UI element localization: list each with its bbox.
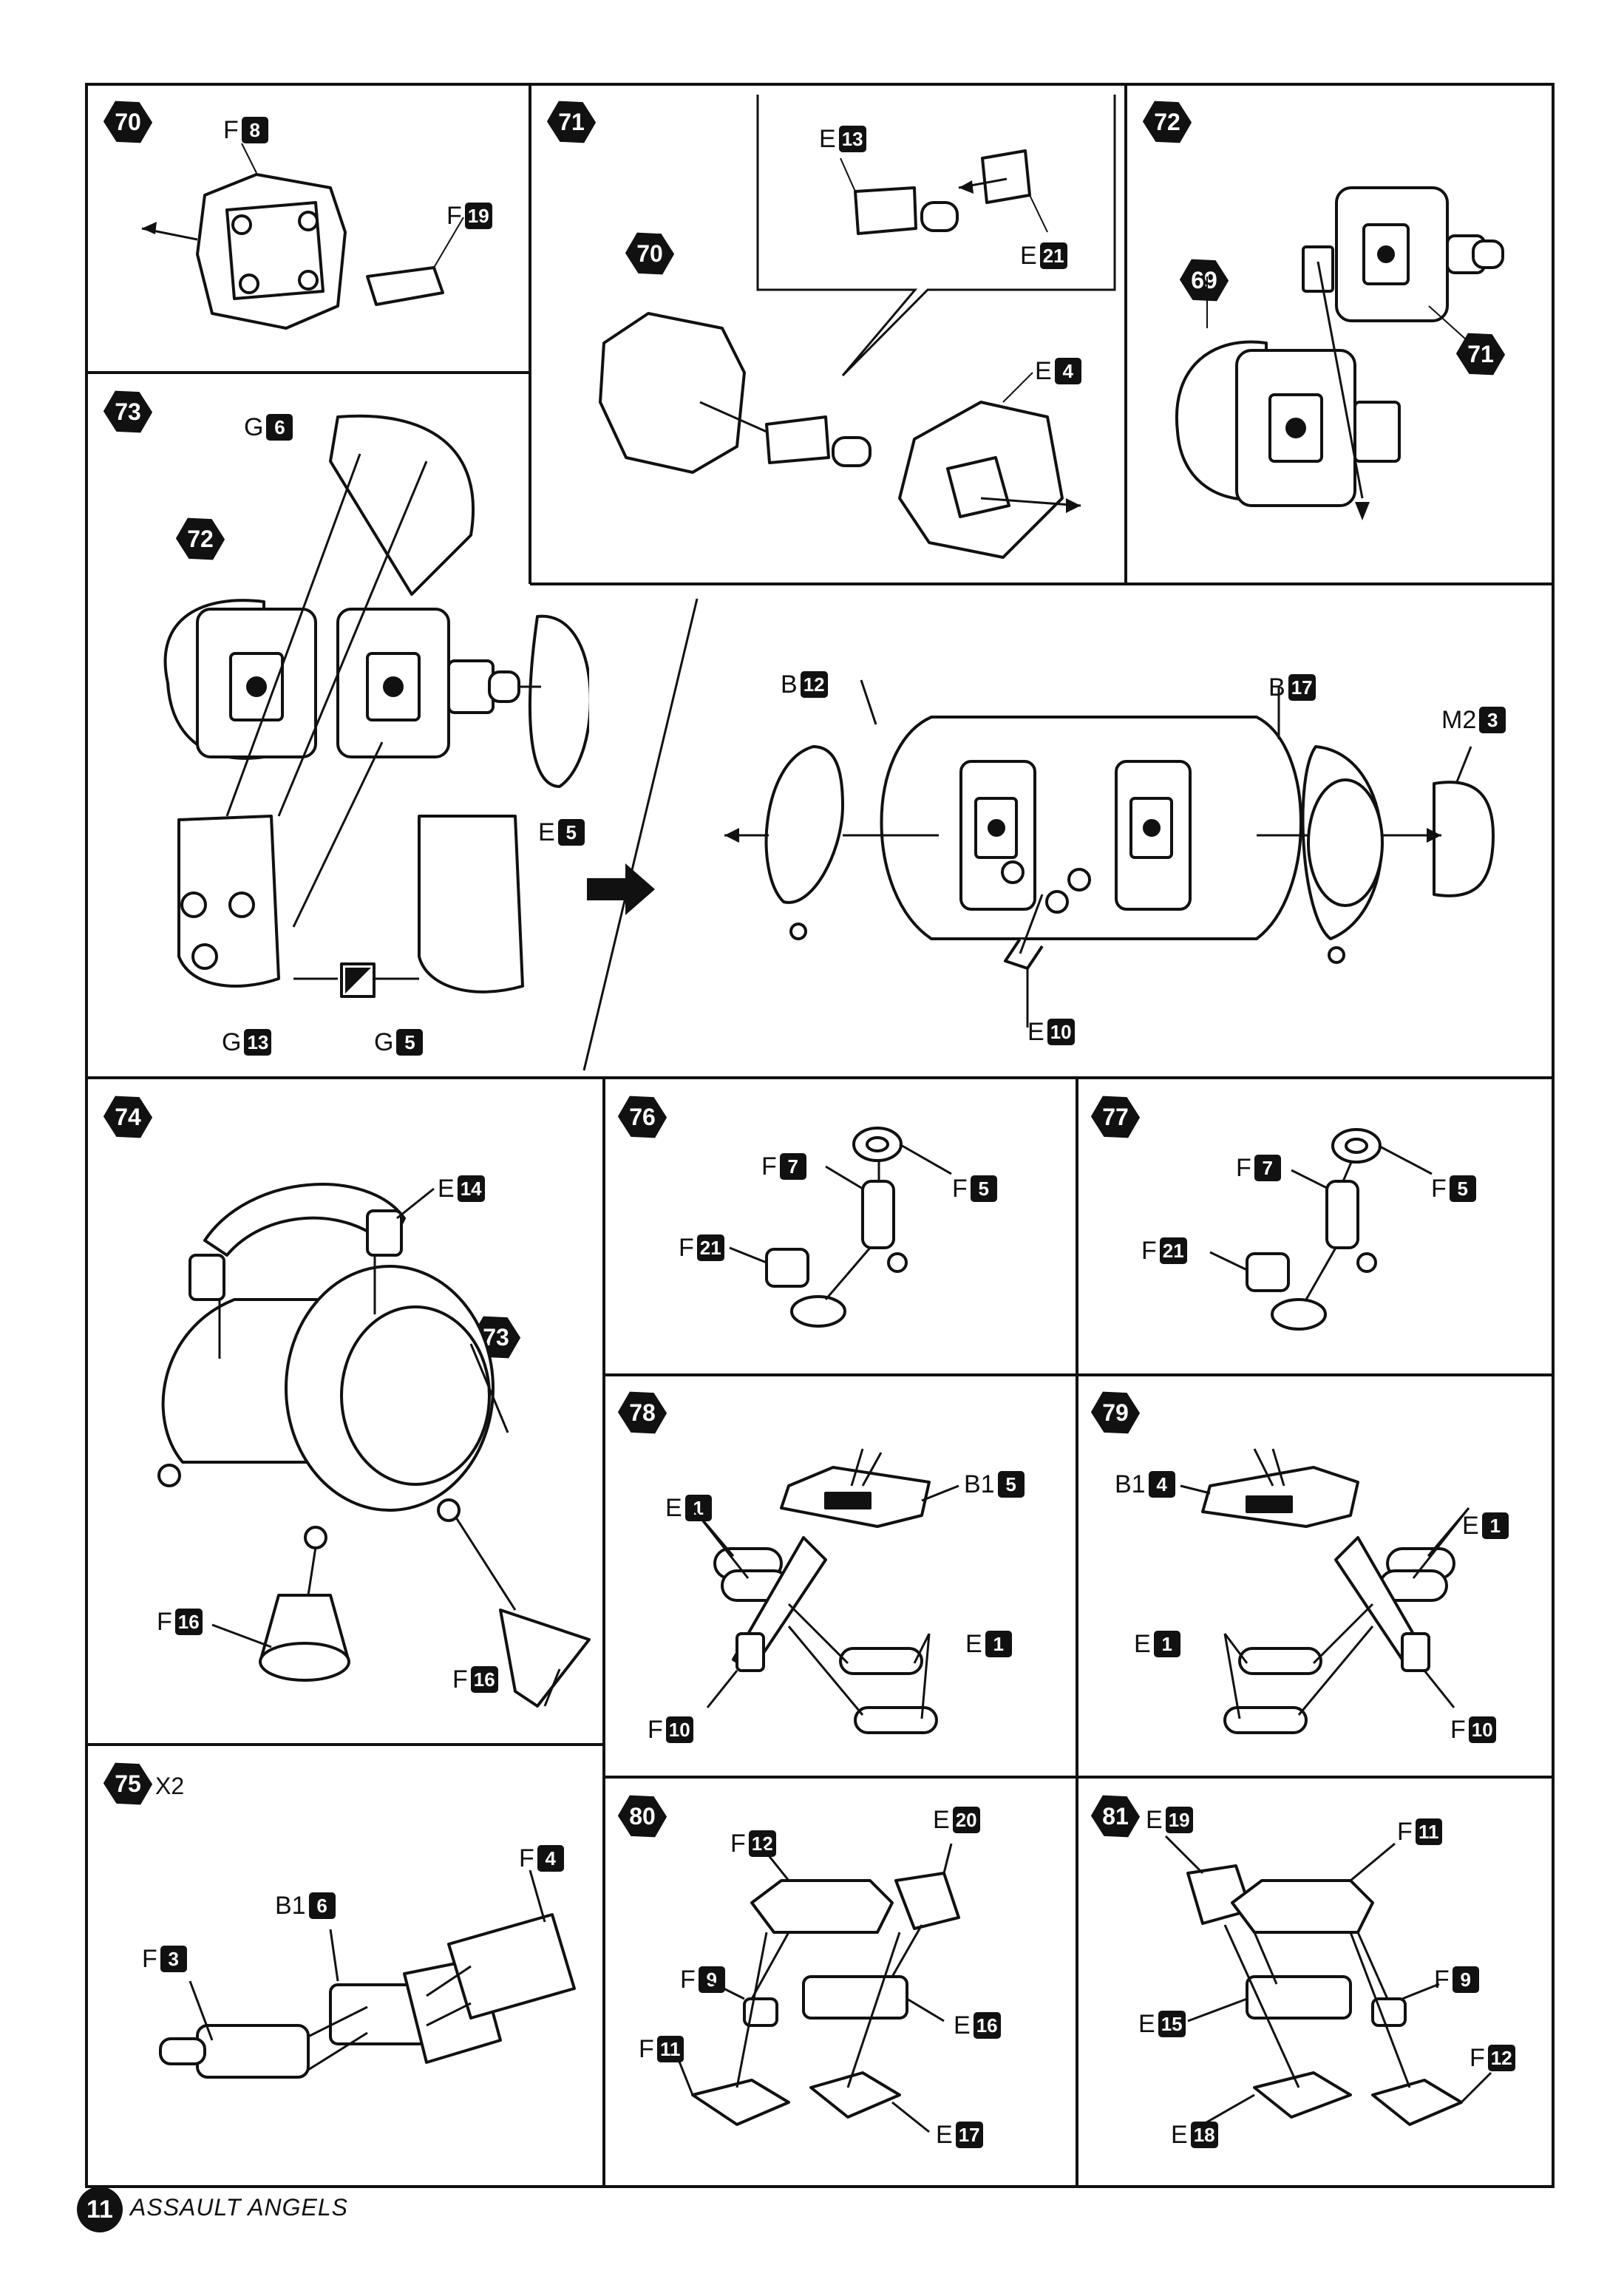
part-drawing-76 xyxy=(729,1127,952,1328)
part-drawing-70 xyxy=(141,143,464,330)
step-number: 74 xyxy=(115,1103,141,1130)
step-ref-72: 72 xyxy=(176,514,225,563)
part-drawing-79 xyxy=(1180,1448,1470,1734)
step-number: 80 xyxy=(629,1802,656,1830)
page-title: ASSAULT ANGELS xyxy=(130,2194,348,2221)
step-number: 71 xyxy=(558,108,585,135)
step-badge-74: 74 xyxy=(103,1093,152,1141)
step-ref-69: 69 xyxy=(1180,256,1229,305)
part-drawing-80 xyxy=(676,1843,960,2133)
step-badge-75: 75 xyxy=(103,1759,152,1808)
part-drawing-78 xyxy=(691,1448,959,1734)
step-badge-76: 76 xyxy=(618,1093,667,1141)
step-number: 78 xyxy=(629,1399,656,1426)
part-drawing-71 xyxy=(599,149,1081,559)
step-badge-71: 71 xyxy=(547,98,596,146)
step-number: 70 xyxy=(115,108,141,135)
part-drawing-73 xyxy=(163,414,589,998)
step-badge-78: 78 xyxy=(618,1388,667,1437)
step-number: 76 xyxy=(629,1103,656,1130)
step-number: 72 xyxy=(1154,108,1180,135)
quantity-multiplier: X2 xyxy=(155,1773,185,1799)
step-number: 77 xyxy=(1102,1103,1129,1130)
part-drawing-81 xyxy=(1164,1835,1492,2126)
part-drawing-74 xyxy=(157,1183,591,1708)
part-drawing-75 xyxy=(159,1869,576,2079)
step-badge-81: 81 xyxy=(1091,1792,1140,1841)
step-ref-70: 70 xyxy=(625,229,674,278)
step-badge-73: 73 xyxy=(103,387,152,436)
step-number: 81 xyxy=(1102,1802,1129,1830)
step-badge-80: 80 xyxy=(618,1792,667,1841)
step-number: 79 xyxy=(1102,1399,1129,1426)
part-drawing-72 xyxy=(1175,186,1504,520)
step-badge-70: 70 xyxy=(103,98,152,146)
page-number: 11 xyxy=(77,2187,123,2232)
step-ref-71: 71 xyxy=(1456,330,1505,378)
step-badge-77: 77 xyxy=(1091,1093,1140,1141)
part-drawing-73b xyxy=(724,679,1495,1028)
step-number: 75 xyxy=(115,1770,141,1797)
step-number: 73 xyxy=(115,398,141,425)
next-step-arrow xyxy=(587,863,655,915)
part-drawing-77 xyxy=(1209,1128,1433,1331)
step-badge-72: 72 xyxy=(1143,98,1192,146)
step-badge-79: 79 xyxy=(1091,1388,1140,1437)
